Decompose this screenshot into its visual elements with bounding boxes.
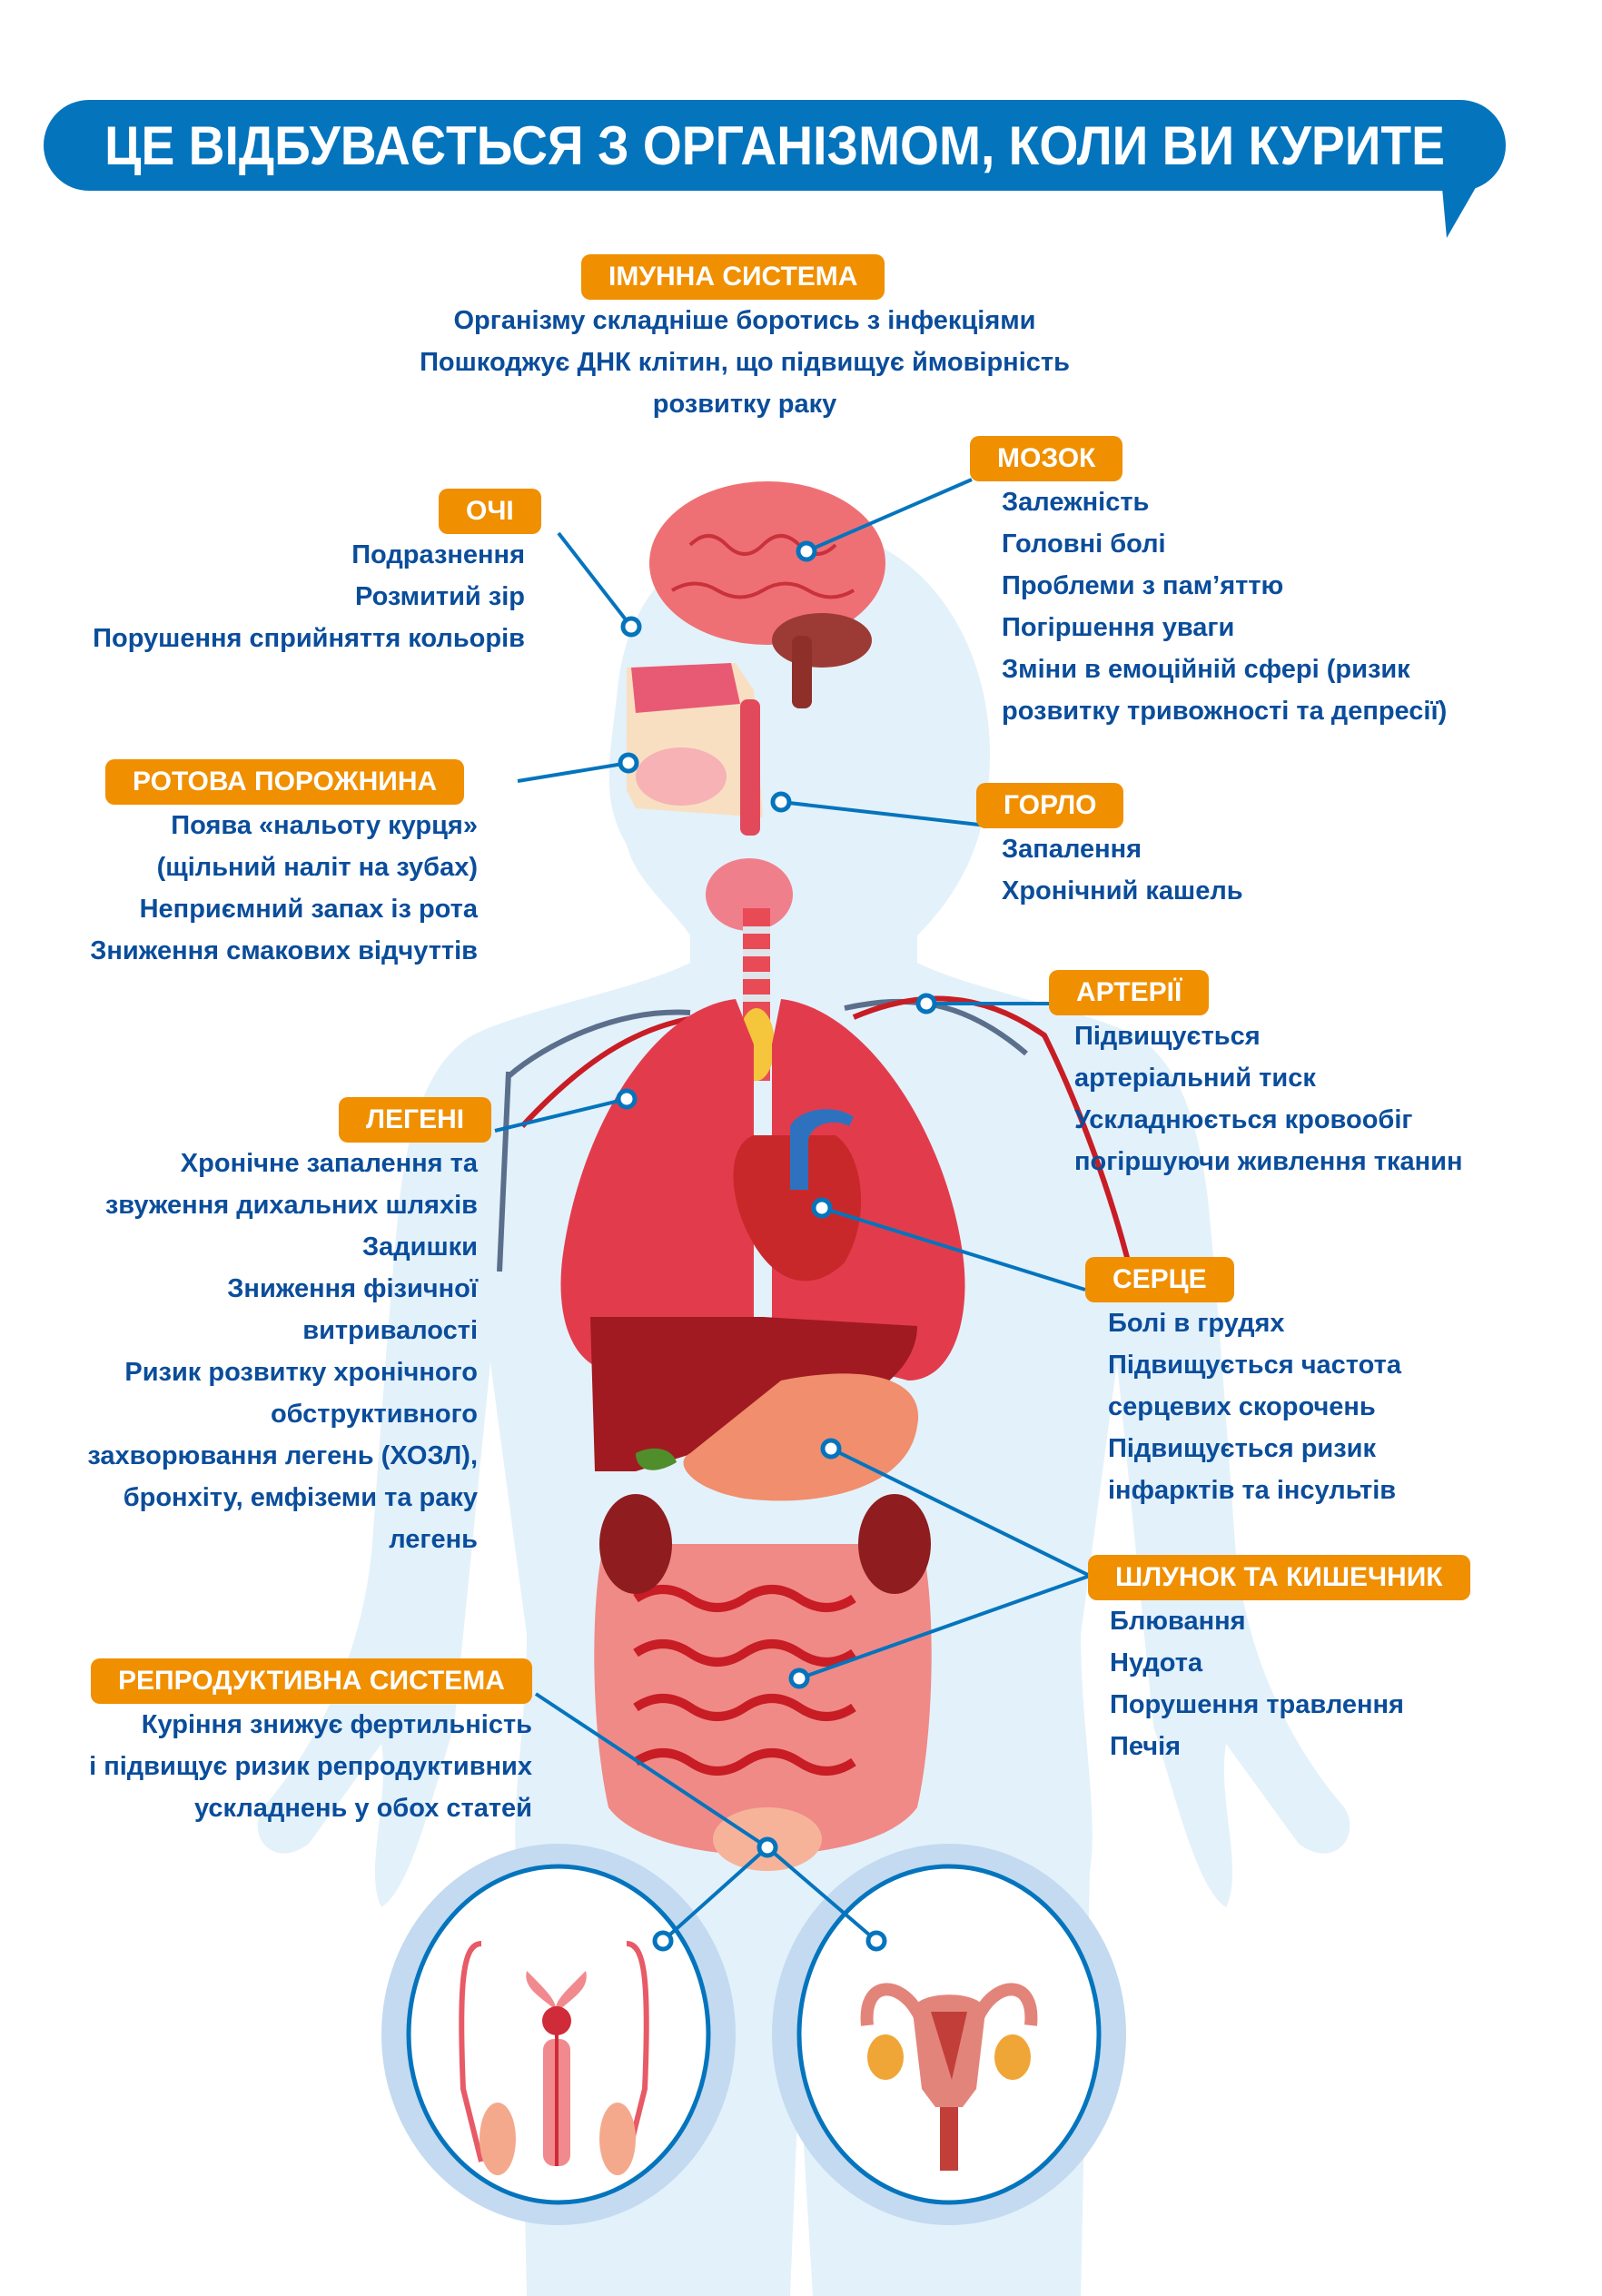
throat-line: Запалення — [1002, 835, 1142, 864]
lungs-line: легень — [389, 1525, 478, 1554]
brain-illustration — [649, 481, 885, 708]
arteries-badge: АРТЕРІЇ — [1049, 970, 1210, 1015]
liver-stomach-illustration — [590, 1317, 919, 1501]
throat-text: Запалення Хронічний кашель — [1002, 828, 1547, 912]
arteries-line: Ускладнюється кровообіг — [1074, 1105, 1413, 1134]
head-cross-section-illustration — [627, 663, 763, 836]
reproductive-line: Куріння знижує фертильність — [141, 1710, 532, 1739]
mouth-dot — [618, 752, 639, 774]
lungs-line: Задишки — [361, 1232, 478, 1262]
throat-badge: ГОРЛО — [976, 783, 1124, 828]
male-reproductive-organs — [459, 1941, 649, 2175]
lungs-line: Хронічне запалення та — [180, 1149, 478, 1178]
lungs-line: звуження дихальних шляхів — [104, 1191, 478, 1220]
stomach-line: Печія — [1110, 1732, 1182, 1761]
stomach-line: Порушення травлення — [1110, 1690, 1404, 1719]
thyroid-trachea-illustration — [706, 858, 793, 1081]
heart-dot — [811, 1197, 833, 1219]
heart-badge: СЕРЦЕ — [1085, 1257, 1234, 1302]
lungs-line: Зниження фізичної — [227, 1274, 478, 1303]
immune-system-text: Організму складніше боротись з інфекціям… — [345, 300, 1144, 425]
lungs-illustration — [560, 999, 965, 1381]
mouth-text: Поява «нальоту курця» (щільний наліт на … — [18, 805, 478, 972]
eyes-dot — [620, 616, 642, 638]
eyes-text: Подразнення Розмитий зір Порушення сприй… — [18, 534, 525, 659]
arteries-line: Підвищується — [1074, 1022, 1261, 1051]
eyes-line: Розмитий зір — [354, 582, 525, 611]
heart-line: Підвищується частота — [1108, 1351, 1401, 1380]
mouth-line: Зниження смакових відчуттів — [90, 936, 478, 965]
arteries-line: погіршуючи живлення тканин — [1074, 1147, 1463, 1176]
lungs-line: бронхіту, емфіземи та раку — [123, 1483, 478, 1512]
stomach-intestine-text: Блювання Нудота Порушення травлення Печі… — [1110, 1600, 1600, 1767]
immune-line: розвитку раку — [652, 390, 837, 419]
immune-line: Організму складніше боротись з інфекціям… — [453, 306, 1036, 335]
lungs-badge: ЛЕГЕНІ — [339, 1097, 492, 1143]
heart-text: Болі в грудях Підвищується частота серце… — [1108, 1302, 1598, 1511]
arteries-line: артеріальний тиск — [1074, 1064, 1316, 1093]
female-reproductive-organs — [860, 1983, 1038, 2171]
stomach-dot — [820, 1438, 842, 1460]
stomach-intestine-badge: ШЛУНОК ТА КИШЕЧНИК — [1088, 1555, 1470, 1600]
lungs-text: Хронічне запалення та звуження дихальних… — [18, 1143, 478, 1560]
lungs-line: захворювання легень (ХОЗЛ), — [87, 1441, 478, 1470]
eyes-line: Порушення сприйняття кольорів — [93, 624, 525, 653]
arteries-text: Підвищується артеріальний тиск Ускладнює… — [1074, 1015, 1601, 1183]
brain-line: Зміни в емоційній сфері (ризик — [1002, 655, 1410, 684]
heart-line: інфарктів та інсультів — [1108, 1476, 1397, 1505]
reproductive-system-text: Куріння знижує фертильність і підвищує р… — [18, 1704, 532, 1829]
heart-illustration — [733, 1109, 862, 1282]
eyes-badge: ОЧІ — [439, 489, 541, 534]
mouth-line: (щільний наліт на зубах) — [156, 853, 478, 882]
eyes-line: Подразнення — [351, 540, 525, 569]
kidneys-intestines-illustration — [594, 1494, 932, 1871]
mouth-line: Поява «нальоту курця» — [171, 811, 478, 840]
reproductive-line: ускладнень у обох статей — [193, 1794, 532, 1823]
stomach-line: Нудота — [1110, 1648, 1203, 1677]
arteries-dot — [915, 993, 937, 1014]
lungs-line: витривалості — [302, 1316, 478, 1345]
lungs-line: обструктивного — [270, 1400, 478, 1429]
throat-dot — [770, 791, 792, 813]
lungs-dot — [616, 1088, 638, 1110]
throat-line: Хронічний кашель — [1002, 876, 1243, 906]
immune-system-badge: ІМУННА СИСТЕМА — [581, 254, 885, 300]
brain-line: Залежність — [1002, 488, 1150, 517]
brain-line: Головні болі — [1002, 529, 1166, 559]
brain-text: Залежність Головні болі Проблеми з пам’я… — [1002, 481, 1583, 732]
brain-dot — [796, 540, 817, 562]
brain-line: Проблеми з пам’яттю — [1002, 571, 1284, 600]
reproductive-line: і підвищує ризик репродуктивних — [89, 1752, 532, 1781]
male-circle-dot — [652, 1930, 674, 1952]
brain-line: Погіршення уваги — [1002, 613, 1235, 642]
mouth-badge: РОТОВА ПОРОЖНИНА — [105, 759, 465, 805]
page-title: ЦЕ ВІДБУВАЄТЬСЯ З ОРГАНІЗМОМ, КОЛИ ВИ КУ… — [104, 114, 1445, 176]
stomach-line: Блювання — [1110, 1607, 1246, 1636]
reproductive-system-badge: РЕПРОДУКТИВНА СИСТЕМА — [91, 1658, 532, 1704]
title-banner: ЦЕ ВІДБУВАЄТЬСЯ З ОРГАНІЗМОМ, КОЛИ ВИ КУ… — [44, 100, 1506, 191]
lungs-line: Ризик розвитку хронічного — [124, 1358, 478, 1387]
immune-line: Пошкоджує ДНК клітин, що підвищує ймовір… — [420, 348, 1070, 377]
heart-line: Підвищується ризик — [1108, 1434, 1377, 1463]
mouth-line: Неприємний запах із рота — [139, 895, 478, 924]
heart-line: серцевих скорочень — [1108, 1392, 1376, 1421]
heart-line: Болі в грудях — [1108, 1309, 1285, 1338]
brain-line: розвитку тривожності та депресії) — [1002, 697, 1448, 726]
brain-badge: МОЗОК — [970, 436, 1123, 481]
female-circle-dot — [865, 1930, 887, 1952]
connector-dots — [616, 540, 937, 1952]
connector-lines — [494, 478, 1091, 1943]
intestine-dot — [788, 1668, 810, 1689]
bladder-dot — [756, 1836, 778, 1858]
